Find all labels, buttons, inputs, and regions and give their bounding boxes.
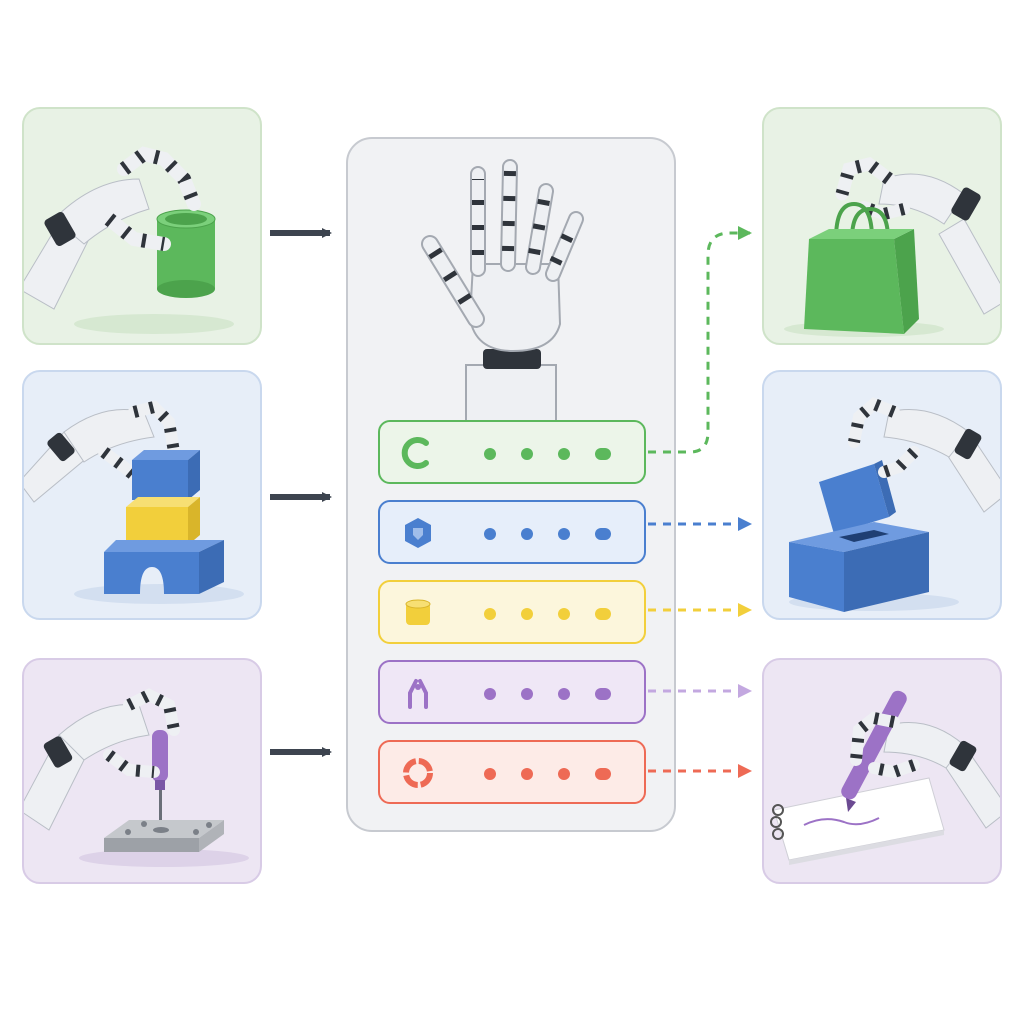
skill-row-red [378,740,646,804]
skill-dot [521,768,533,780]
skill-dot [595,528,611,540]
skill-library-panel [346,137,676,832]
skill-row-yellow [378,580,646,644]
skill-dot [484,768,496,780]
skill-dot [595,608,611,620]
skill-dot [558,528,570,540]
pen-writing-icon [770,690,1000,865]
screwdriver-icon [24,688,249,867]
skill-dot [521,688,533,700]
output-panel-insert-block [762,370,1002,620]
skill-dot [595,768,611,780]
grasp-arc-icon [401,437,429,469]
skill-row-purple [378,660,646,724]
skill-dot [558,448,570,460]
skill-dot [484,448,496,460]
shape-sorter-icon [789,397,1000,612]
skill-dot [558,688,570,700]
gripper-fingers-icon [408,679,428,709]
skill-dot [484,688,496,700]
skill-row-blue [378,500,646,564]
block-stacking-icon [24,400,244,604]
skill-dot [521,448,533,460]
skill-dot [595,448,611,460]
output-arrow-green [648,226,752,454]
skill-dot [558,768,570,780]
input-panel-stack-blocks [22,370,262,620]
skill-dot [484,528,496,540]
skill-dot [595,688,611,700]
skill-dot [558,608,570,620]
output-panel-carry-bag [762,107,1002,345]
skill-dot [521,528,533,540]
cylinder-icon [405,599,431,625]
input-panel-grasp-cylinder [22,107,262,345]
shopping-bag-icon [784,156,1000,337]
skill-row-green [378,420,646,484]
skill-dot [521,608,533,620]
shield-hex-icon [405,518,431,548]
ring-icon [403,758,433,788]
input-panel-screwdriver-tool [22,658,262,884]
skill-dot [484,608,496,620]
cylinder-grasp-icon [24,146,234,334]
output-panel-write-pen [762,658,1002,884]
robot-hand-icon [421,159,584,426]
